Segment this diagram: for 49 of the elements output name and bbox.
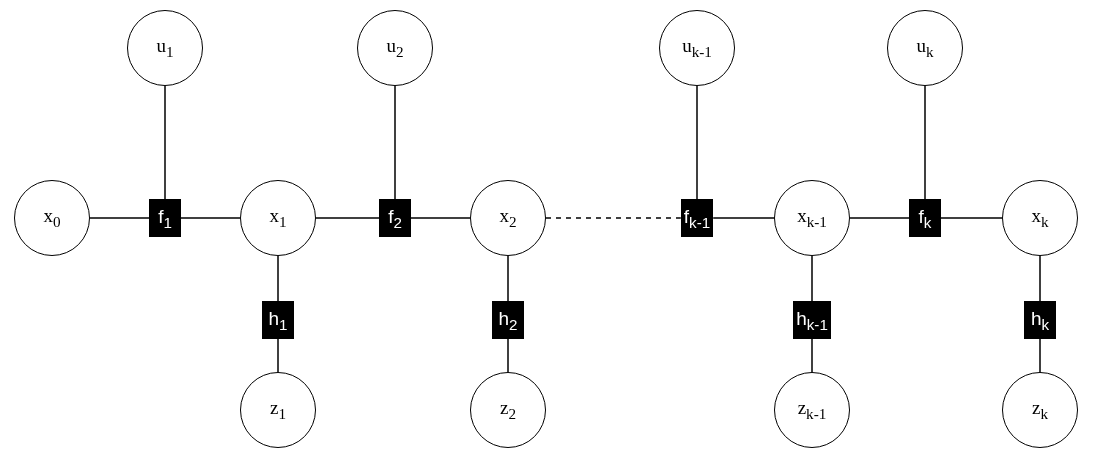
connector (89, 217, 150, 219)
factor-node (793, 301, 831, 339)
node-label: x$_{2}$ (499, 205, 517, 231)
connector (315, 217, 380, 219)
factor-node (379, 199, 411, 237)
connector (1039, 255, 1041, 302)
connector (180, 217, 241, 219)
factor-node (680, 199, 714, 237)
node-label: x$_{0}$ (43, 205, 61, 231)
connector (277, 338, 279, 373)
node-label: f$_{2}$ (388, 205, 402, 231)
connector (394, 85, 396, 200)
factor-node (262, 301, 294, 339)
node-label: h$_{1}$ (268, 307, 288, 333)
node-label: x$_{1}$ (269, 205, 287, 231)
node-label: z$_{k-1}$ (797, 397, 827, 423)
node-label: u$_{k}$ (916, 35, 934, 61)
connector (164, 85, 166, 200)
connector (507, 255, 509, 302)
node-label: h$_{k-1}$ (796, 307, 828, 333)
dashed-connector (545, 217, 682, 219)
connector (849, 217, 910, 219)
connector (811, 338, 813, 373)
connector (507, 338, 509, 373)
node-label: z$_{1}$ (270, 397, 286, 423)
node-label: u$_{1}$ (156, 35, 174, 61)
node-label: f$_{k-1}$ (683, 205, 711, 231)
node-label: f$_{k}$ (918, 205, 932, 231)
connector (696, 85, 698, 200)
factor-node (492, 301, 524, 339)
node-label: x$_{k}$ (1031, 205, 1049, 231)
node-label: z$_{2}$ (500, 397, 516, 423)
node-label: h$_{2}$ (498, 307, 518, 333)
connector (277, 255, 279, 302)
node-label: u$_{2}$ (386, 35, 404, 61)
connector (410, 217, 471, 219)
connector (712, 217, 775, 219)
connector (811, 255, 813, 302)
connector (1039, 338, 1041, 373)
factor-node (909, 199, 941, 237)
connector (940, 217, 1003, 219)
node-label: x$_{k-1}$ (797, 205, 827, 231)
node-label: z$_{k}$ (1032, 397, 1048, 423)
factor-node (1024, 301, 1056, 339)
node-label: h$_{k}$ (1030, 307, 1050, 333)
node-label: f$_{1}$ (158, 205, 172, 231)
factor-node (149, 199, 181, 237)
node-label: u$_{k-1}$ (682, 35, 712, 61)
connector (924, 85, 926, 200)
